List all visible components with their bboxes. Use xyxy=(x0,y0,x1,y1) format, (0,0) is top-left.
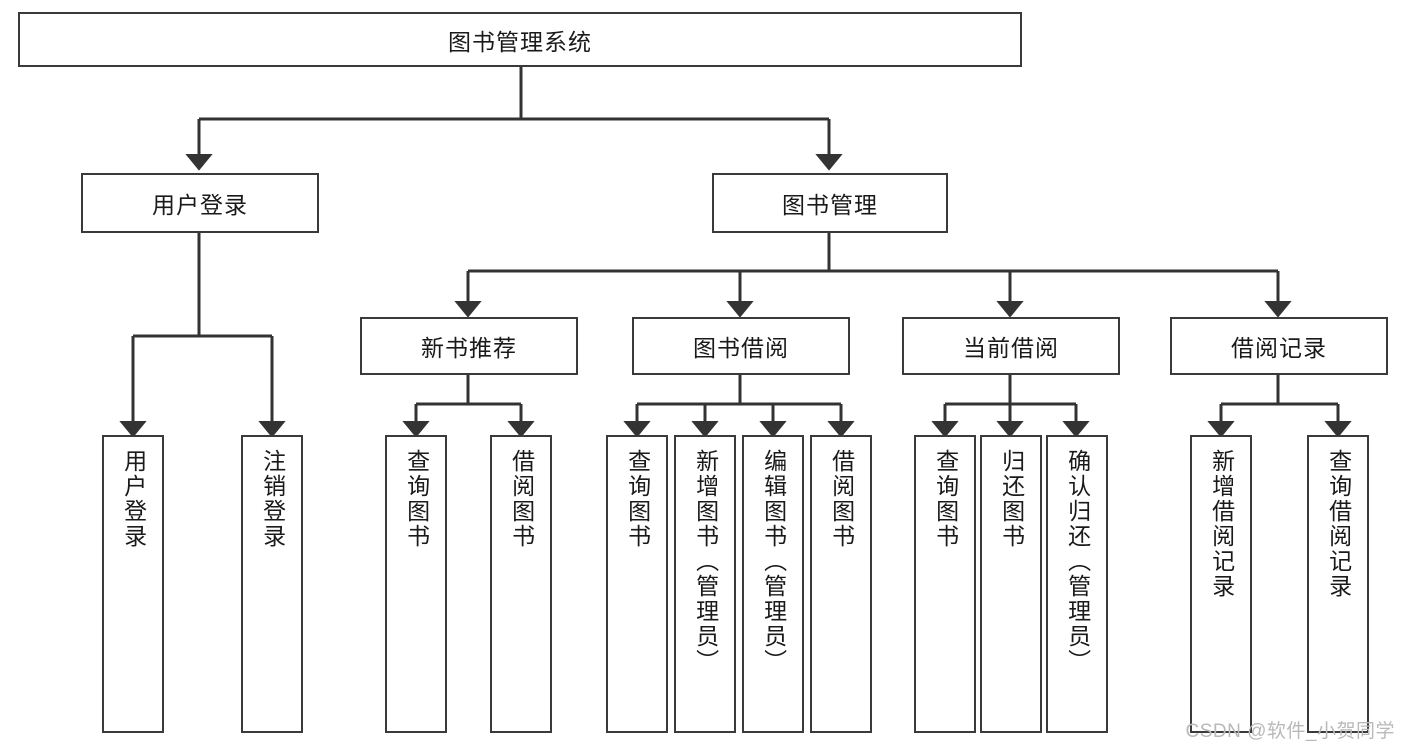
node-label: 查询图书 xyxy=(932,449,959,549)
node-label: 当前借阅 xyxy=(963,335,1059,361)
node-label: 确认归还（管理员） xyxy=(1064,449,1091,674)
node-label: 新书推荐 xyxy=(421,335,517,361)
node-user-login[interactable]: 用户登录 xyxy=(81,173,319,233)
node-label: 注销登录 xyxy=(259,449,286,549)
node-label: 查询图书 xyxy=(624,449,651,549)
leaf-borrow-query-book[interactable]: 查询图书 xyxy=(606,435,668,733)
leaf-borrow-borrow-book[interactable]: 借阅图书 xyxy=(810,435,872,733)
leaf-user-login-signout[interactable]: 注销登录 xyxy=(241,435,303,733)
leaf-current-confirm-return-admin[interactable]: 确认归还（管理员） xyxy=(1046,435,1108,733)
leaf-recommend-query-book[interactable]: 查询图书 xyxy=(385,435,447,733)
leaf-borrow-edit-book-admin[interactable]: 编辑图书（管理员） xyxy=(742,435,804,733)
node-label: 图书借阅 xyxy=(693,335,789,361)
node-book-borrow[interactable]: 图书借阅 xyxy=(632,317,850,375)
node-label: 借阅图书 xyxy=(828,449,855,549)
node-label: 查询借阅记录 xyxy=(1325,449,1352,599)
node-new-book-recommend[interactable]: 新书推荐 xyxy=(360,317,578,375)
leaf-record-query-borrow-record[interactable]: 查询借阅记录 xyxy=(1307,435,1369,733)
node-label: 图书管理 xyxy=(782,192,878,218)
node-label: 图书管理系统 xyxy=(448,28,592,55)
node-borrow-record[interactable]: 借阅记录 xyxy=(1170,317,1388,375)
node-current-borrow[interactable]: 当前借阅 xyxy=(902,317,1120,375)
leaf-current-query-book[interactable]: 查询图书 xyxy=(914,435,976,733)
leaf-recommend-borrow-book[interactable]: 借阅图书 xyxy=(490,435,552,733)
node-label: 借阅图书 xyxy=(508,449,535,549)
node-label: 新增图书（管理员） xyxy=(692,449,719,674)
node-book-management[interactable]: 图书管理 xyxy=(712,173,948,233)
node-label: 新增借阅记录 xyxy=(1208,449,1235,599)
watermark-text: CSDN @软件_小贺同学 xyxy=(1185,721,1395,742)
node-label: 借阅记录 xyxy=(1231,335,1327,361)
node-label: 查询图书 xyxy=(403,449,430,549)
node-label: 归还图书 xyxy=(998,449,1025,549)
leaf-user-login-signin[interactable]: 用户登录 xyxy=(102,435,164,733)
leaf-current-return-book[interactable]: 归还图书 xyxy=(980,435,1042,733)
leaf-record-add-borrow-record[interactable]: 新增借阅记录 xyxy=(1190,435,1252,733)
node-label: 编辑图书（管理员） xyxy=(760,449,787,674)
node-label: 用户登录 xyxy=(120,449,147,549)
node-root-book-management-system[interactable]: 图书管理系统 xyxy=(18,12,1022,67)
node-label: 用户登录 xyxy=(152,192,248,218)
leaf-borrow-add-book-admin[interactable]: 新增图书（管理员） xyxy=(674,435,736,733)
